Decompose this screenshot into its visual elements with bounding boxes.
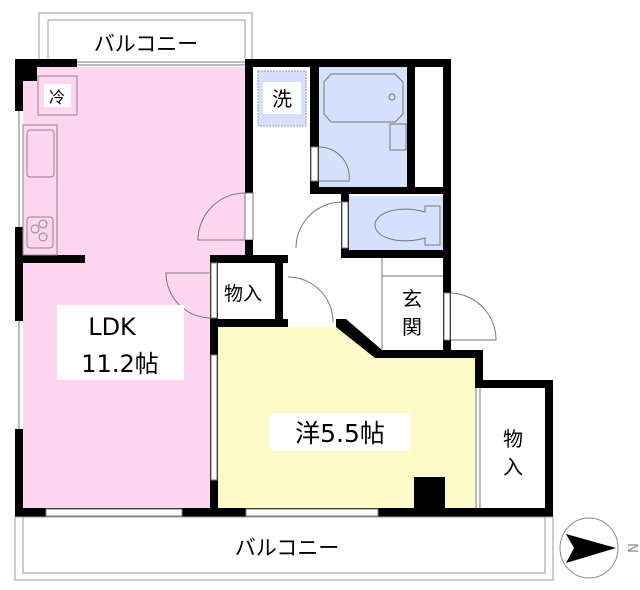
bathroom-floor <box>319 67 407 187</box>
washbasin-icon <box>389 123 407 151</box>
balcony-bottom: バルコニー <box>14 516 554 581</box>
bathtub-icon <box>323 73 407 151</box>
toilet-floor <box>349 196 443 250</box>
kitchen-counter <box>22 124 58 256</box>
washer-label: 洗 <box>272 87 292 111</box>
compass-label: N <box>624 543 639 553</box>
balcony-bottom-label: バルコニー <box>235 536 340 560</box>
entrance-label-2: 関 <box>402 315 422 339</box>
closet-right-label-2: 入 <box>503 455 523 479</box>
washer-space: 洗 <box>257 70 307 127</box>
entrance-label-1: 玄 <box>402 287 422 311</box>
sink-icon <box>26 129 55 178</box>
closet-small-label: 物入 <box>224 283 262 305</box>
balcony-top: バルコニー <box>38 12 253 62</box>
fridge-label: 冷 <box>49 88 65 107</box>
north-arrow-icon: N <box>559 517 639 579</box>
fridge-space: 冷 <box>37 75 78 116</box>
pillar <box>414 477 445 508</box>
toilet-icon <box>374 205 441 246</box>
balcony-top-label: バルコニー <box>94 32 199 56</box>
stove-icon <box>26 216 54 249</box>
ldk-floor <box>23 67 245 508</box>
walls <box>15 59 553 517</box>
western-room-label: 洋5.5帖 <box>295 419 385 448</box>
ldk-name-label: LDK <box>88 313 137 341</box>
ldk-size-label: 11.2帖 <box>81 350 158 378</box>
closet-right-label-1: 物 <box>503 427 523 451</box>
doors <box>165 146 497 341</box>
